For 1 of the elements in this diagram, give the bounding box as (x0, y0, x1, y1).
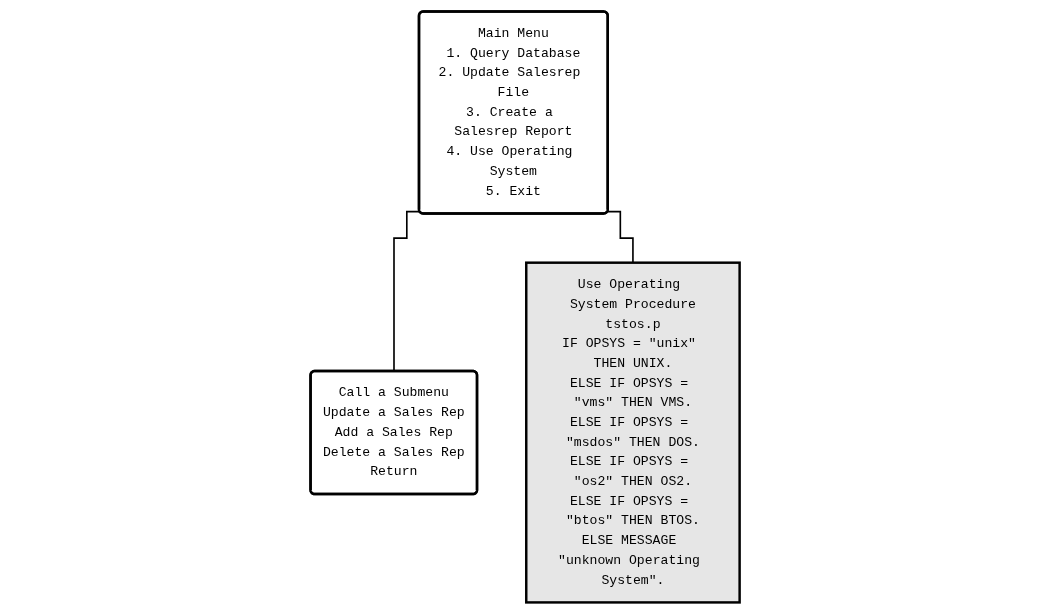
node-box: Use Operating System Procedure tstos.p IF OPSYS = "unix" THEN UNIX. ELSE IF OPSYS = "vms" THEN VMS. ELSE IF OPSYS = "msdos" THEN DOS. ELSE IF OPSYS = "os2" THEN OS2. ELSE IF OPSYS = "btos" THEN BTOS. ELSE MESSAGE "unknown Operating System". (524, 261, 741, 604)
